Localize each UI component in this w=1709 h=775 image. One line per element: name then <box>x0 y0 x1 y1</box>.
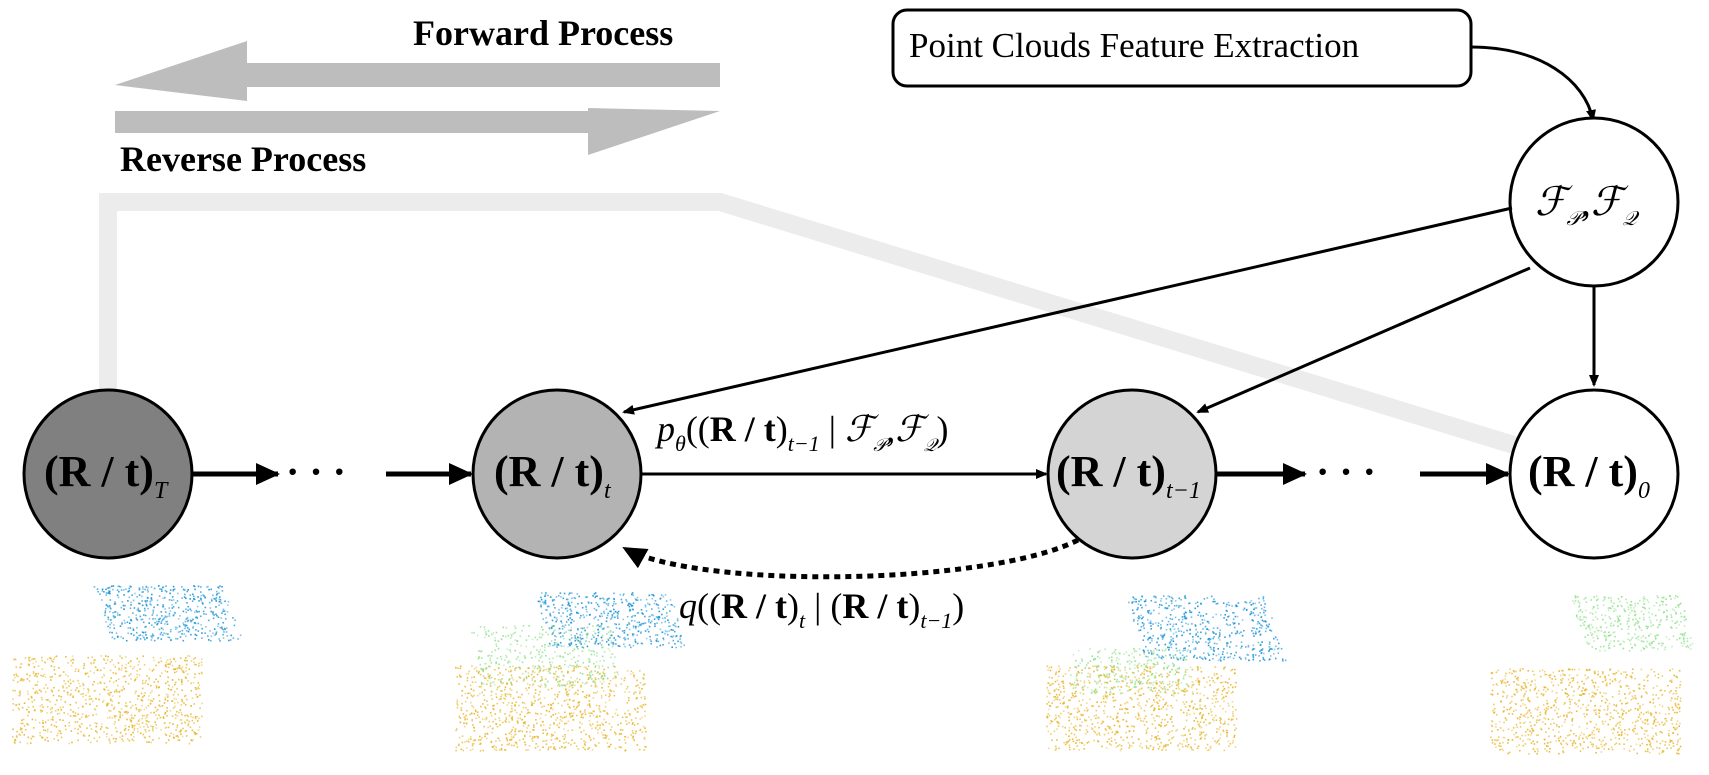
q-close2: ) <box>908 586 921 626</box>
q-sub2: t−1 <box>920 608 953 633</box>
forward-process-label: Forward Process <box>413 13 674 53</box>
feature-sub-q: 𝒬 <box>1622 206 1637 230</box>
q-bar: | <box>805 586 831 626</box>
node-0-label: (R / t)0 <box>1528 446 1650 504</box>
point-cloud-0-top <box>1572 595 1694 652</box>
feature-extraction-label: Point Clouds Feature Extraction <box>909 26 1360 65</box>
node-t-label: (R / t)t <box>494 446 611 504</box>
feature-node <box>1508 116 1680 288</box>
node-0 <box>1508 388 1680 560</box>
q-end: ) <box>952 586 965 626</box>
node-t-sub: t <box>603 478 611 504</box>
node-t-1-main: (R / t) <box>1056 447 1166 496</box>
point-cloud-t-top <box>537 592 685 649</box>
p-close-sub: ) <box>775 409 788 449</box>
faint-connector <box>99 193 1533 459</box>
feature-f-q: ℱ <box>1590 179 1623 225</box>
point-cloud-t-1-base <box>1046 665 1238 752</box>
q-sub1: t <box>798 608 806 633</box>
p-rt: R / t <box>709 409 776 449</box>
point-cloud-0-base <box>1490 668 1682 755</box>
p-sub: t−1 <box>787 431 820 456</box>
arrow-box-to-features <box>1470 45 1596 122</box>
node-0-main: (R / t) <box>1528 447 1638 496</box>
point-cloud-T-base <box>12 655 203 745</box>
p-bar: | <box>819 409 845 449</box>
p-theta-label: pθ((R / t)t−1 | ℱ𝒫,ℱ𝒬) <box>657 408 949 456</box>
theta-sub: θ <box>675 431 686 456</box>
node-0-sub: 0 <box>1637 478 1650 504</box>
node-t-1-label: (R / t)t−1 <box>1056 446 1201 504</box>
point-cloud-group <box>12 585 1694 755</box>
feature-f-p: ℱ <box>1535 179 1567 225</box>
point-cloud-t-mid <box>471 625 619 687</box>
ellipsis-left: · · · <box>286 449 347 494</box>
p-open: (( <box>685 409 710 449</box>
point-cloud-t-1-top <box>1128 595 1287 662</box>
p-symbol: p <box>657 409 675 449</box>
p-f1: ℱ <box>844 409 874 450</box>
p-s1: 𝒫 <box>873 435 887 456</box>
q-open: (( <box>697 586 721 626</box>
p-s2: 𝒬 <box>923 435 937 456</box>
reverse-process-label: Reverse Process <box>120 139 367 179</box>
q-rt: R / t <box>720 586 787 626</box>
node-t-1-sub: t−1 <box>1165 478 1201 504</box>
arrow-features-to-node-t-1 <box>1196 266 1531 414</box>
arrow-features-to-node-t <box>622 206 1513 415</box>
feature-sub-p: 𝒫 <box>1566 206 1581 230</box>
forward-arrow-shape <box>115 41 720 87</box>
reverse-process-arrow <box>115 108 720 155</box>
point-cloud-t-base <box>455 665 647 752</box>
q-rt2: R / t <box>842 586 909 626</box>
node-t-main: (R / t) <box>494 447 604 496</box>
point-cloud-T-top <box>93 585 242 642</box>
ellipsis-right: · · · <box>1316 449 1377 494</box>
point-cloud-t-1-mid <box>1070 648 1192 695</box>
p-f2: ℱ <box>895 409 924 450</box>
p-comma: , <box>886 409 896 449</box>
q-open2: ( <box>830 586 843 626</box>
feature-node-label: ℱ𝒫,ℱ𝒬 <box>1535 178 1637 230</box>
node-T-sub: T <box>153 478 168 504</box>
arrow-q-dotted <box>622 537 1080 580</box>
q-symbol: q <box>679 586 697 626</box>
feature-sep: , <box>1580 179 1591 224</box>
node-T-label: (R / t)T <box>44 446 167 504</box>
q-close1: ) <box>786 586 799 626</box>
node-T-main: (R / t) <box>44 447 154 496</box>
q-label: q((R / t)t | (R / t)t−1) <box>679 585 965 633</box>
p-end: ) <box>936 409 949 449</box>
